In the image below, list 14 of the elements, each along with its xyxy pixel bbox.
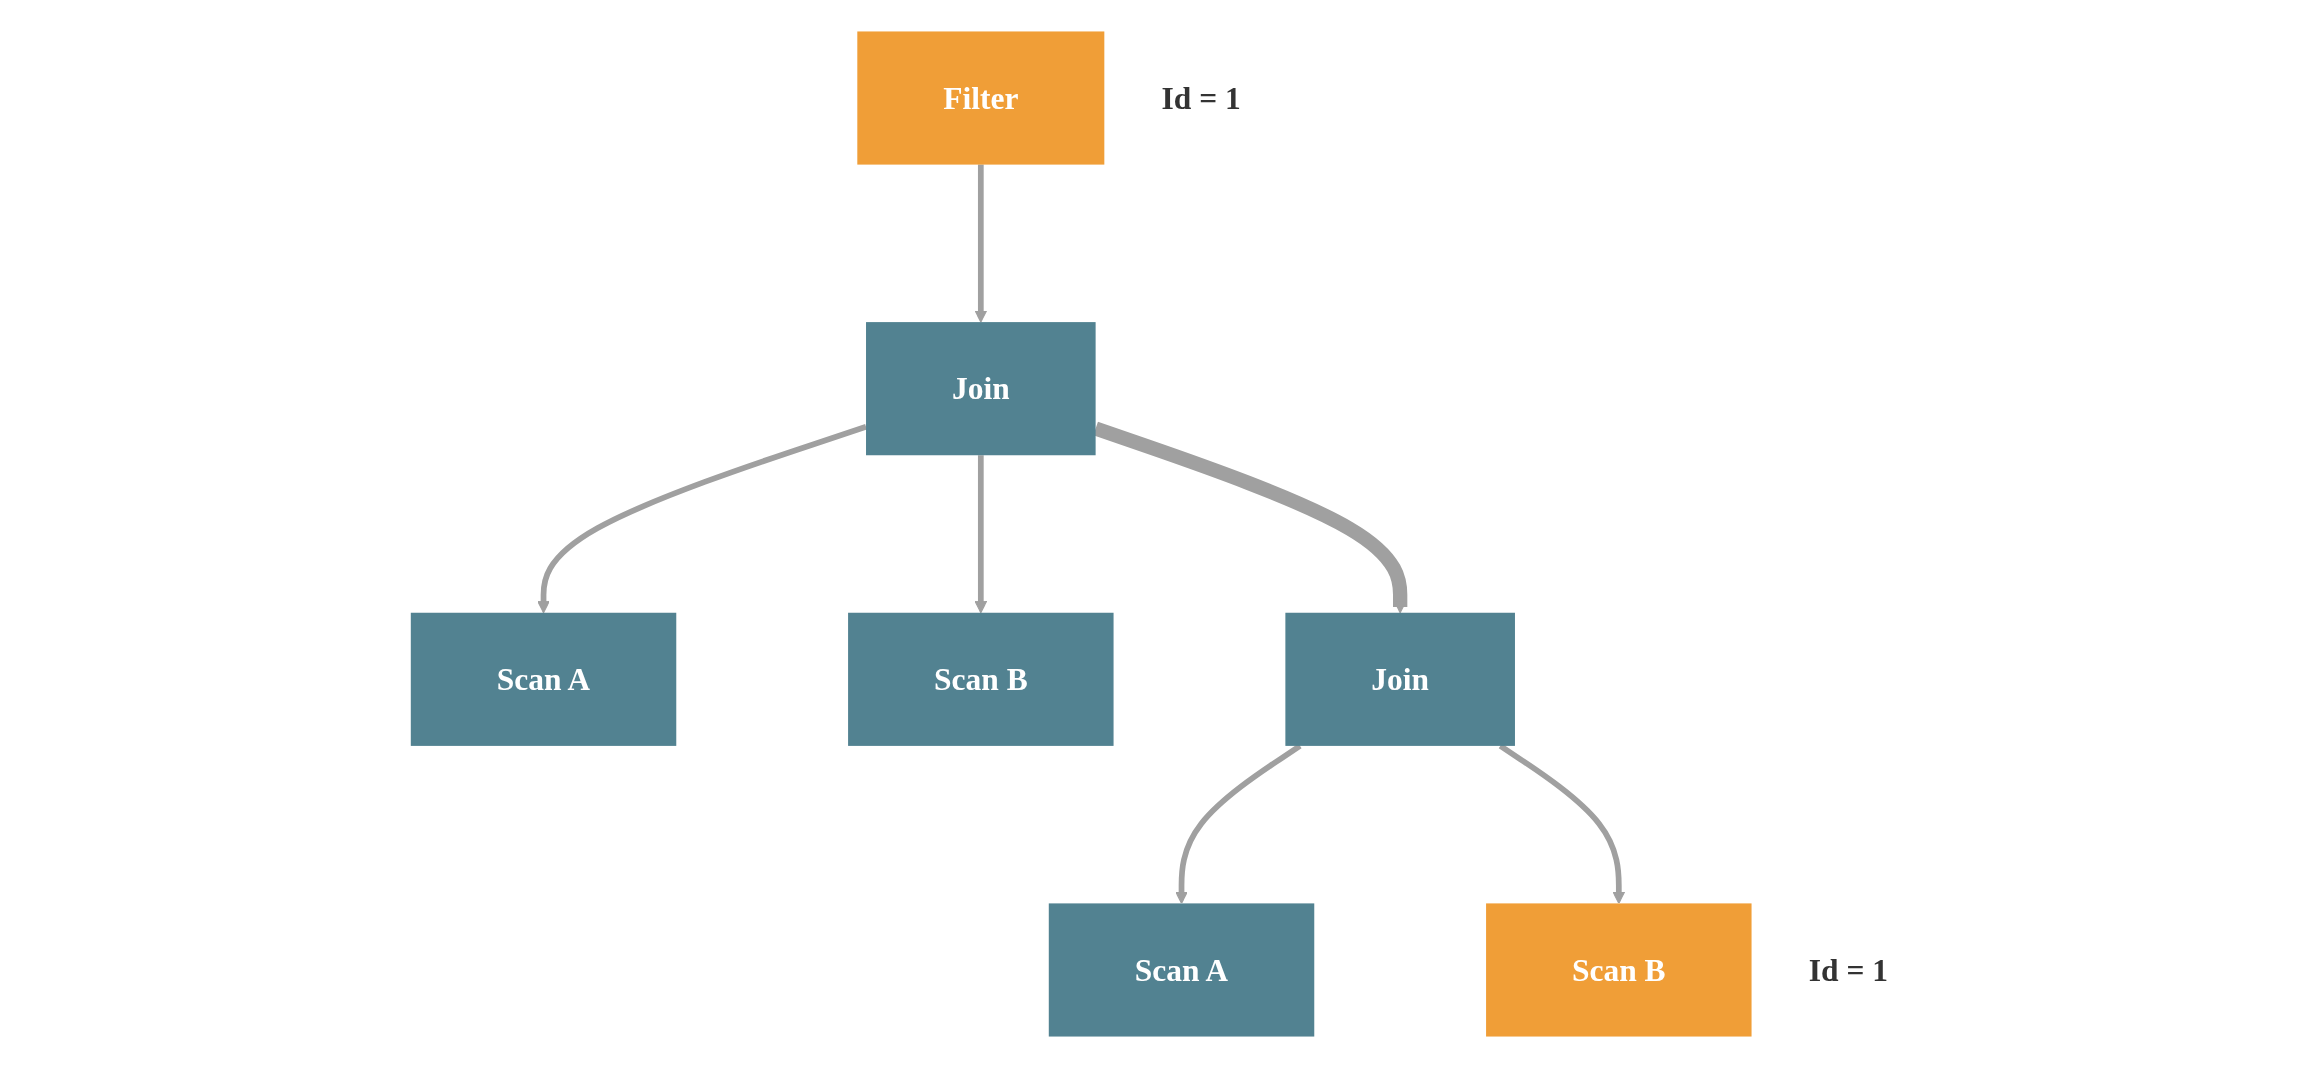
node-box: Join	[1285, 612, 1515, 746]
node-box: Filter	[857, 31, 1105, 165]
node-box: Join	[866, 322, 1096, 456]
node-box: Scan A	[410, 612, 677, 746]
node-box: Scan B	[1486, 903, 1752, 1037]
arrow	[537, 424, 867, 614]
node-note: Id = 1	[1808, 953, 1889, 989]
node-box: Scan A	[1048, 903, 1315, 1037]
arrow	[974, 164, 988, 323]
arrow	[1175, 743, 1302, 904]
node-note: Id = 1	[1161, 81, 1241, 117]
arrow	[1498, 743, 1626, 904]
arrow	[974, 455, 988, 614]
node-box: Scan B	[848, 612, 1114, 746]
